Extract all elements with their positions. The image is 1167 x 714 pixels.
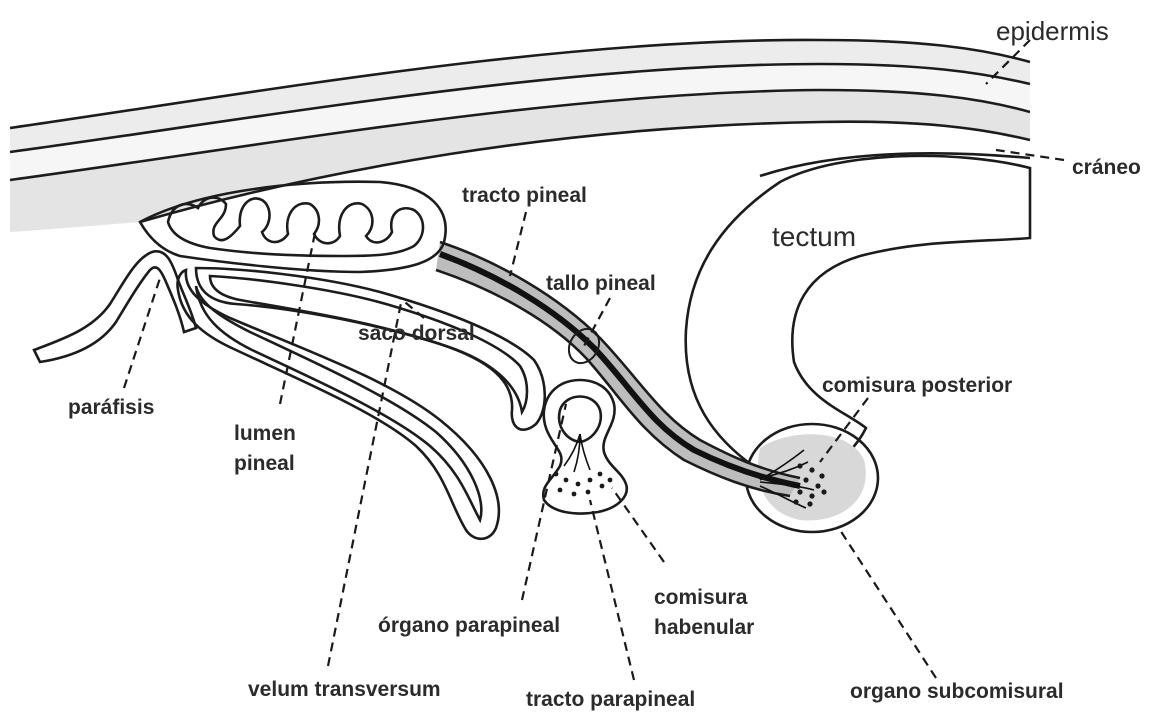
label-saco-dorsal: saco dorsal bbox=[358, 322, 475, 345]
label-lumen-pineal-line2: pineal bbox=[234, 452, 295, 475]
velum-loop-outer bbox=[177, 270, 498, 539]
label-organo-parapineal: órgano parapineal bbox=[378, 614, 560, 637]
tectum-shape bbox=[686, 156, 1030, 477]
leader-organo-subcomisural bbox=[840, 530, 936, 678]
leader-parafisis bbox=[124, 278, 160, 388]
label-epidermis: epidermis bbox=[996, 16, 1109, 46]
label-tectum: tectum bbox=[772, 221, 856, 252]
pineal-lumen-folds bbox=[168, 198, 423, 256]
habenular-commissure-dots bbox=[554, 472, 613, 497]
paraphysis-shape bbox=[34, 251, 196, 362]
leader-velum-transversum bbox=[328, 298, 402, 666]
label-velum-transversum: velum transversum bbox=[248, 678, 441, 701]
velum-transversum bbox=[177, 270, 498, 539]
label-craneo: cráneo bbox=[1072, 156, 1141, 179]
label-parafisis: paráfisis bbox=[68, 396, 154, 419]
label-lumen-pineal-line1: lumen bbox=[234, 422, 296, 445]
leader-comisura-habenular bbox=[612, 488, 664, 562]
label-tracto-pineal: tracto pineal bbox=[462, 184, 587, 207]
label-comisura-posterior: comisura posterior bbox=[822, 374, 1012, 397]
leader-tracto-parapineal bbox=[590, 500, 634, 680]
label-comisura-habenular-line2: habenular bbox=[654, 616, 754, 639]
leader-tracto-pineal bbox=[510, 212, 526, 276]
label-comisura-habenular-line1: comisura bbox=[654, 586, 748, 609]
paraphysis bbox=[34, 251, 196, 362]
tectum bbox=[686, 156, 1030, 477]
label-tracto-parapineal: tracto parapineal bbox=[526, 688, 695, 711]
label-organo-subcomisural: organo subcomisural bbox=[850, 680, 1064, 703]
label-tallo-pineal: tallo pineal bbox=[546, 272, 656, 295]
